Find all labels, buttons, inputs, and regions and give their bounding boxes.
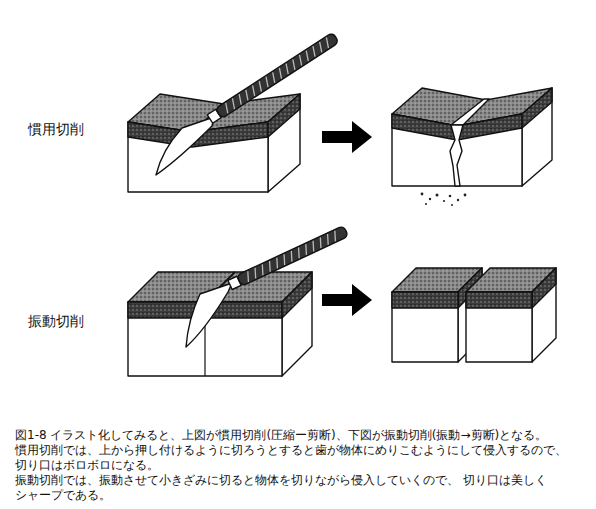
cake [128, 272, 312, 376]
figure-caption: 図1-8 イラスト化してみると、上図が慣用切削(圧縮ー剪断)、下図が振動切削(振… [15, 428, 547, 443]
crumbs [421, 193, 467, 206]
cake-front [392, 292, 458, 362]
knife-blade [186, 283, 232, 347]
method-label: 慣用切削 [28, 120, 84, 138]
cake-side [522, 88, 552, 186]
knife-blade [156, 117, 214, 175]
cake-band [532, 268, 556, 308]
cake-band [282, 272, 312, 318]
cake-side [282, 272, 312, 376]
ragged-cake [392, 88, 552, 186]
arrow-shaft [322, 294, 354, 306]
crumb [457, 199, 459, 201]
cake-side [532, 268, 556, 362]
knife-handle [237, 225, 349, 286]
crack-front [450, 125, 463, 186]
crumb [421, 193, 424, 196]
pressed-cake [128, 94, 300, 192]
crack-top [451, 99, 489, 125]
crumb [436, 194, 439, 197]
cake-side [268, 94, 300, 192]
handle-grip [222, 37, 331, 113]
crumb [451, 204, 453, 206]
arrow-shaft [322, 131, 354, 143]
caption-note: 慣用切削では、上から押し付けるように切ろうとすると歯が物体にめりこむようにして侵… [15, 443, 573, 473]
caption-note: 振動切削では、振動させて小きざみに切ると物体を切りながら侵入していくので、 切り… [15, 473, 549, 503]
crumb [464, 194, 467, 197]
knife [186, 225, 349, 347]
knife [156, 32, 339, 175]
cake-band [268, 94, 300, 137]
crumb [429, 198, 431, 200]
cake-band [392, 292, 458, 308]
cake-band [522, 88, 552, 128]
crumb [443, 200, 445, 202]
cake-front [466, 292, 532, 362]
cake-front [392, 114, 522, 186]
cake-band [466, 292, 532, 308]
arrow-head [352, 121, 372, 153]
result-arrow [322, 121, 372, 153]
method-label: 振動切削 [28, 312, 84, 330]
result-arrow [322, 284, 372, 316]
crumb [425, 203, 427, 205]
arrow-head [352, 284, 372, 316]
clean-cut-cake [392, 268, 556, 362]
knife-handle [215, 32, 339, 118]
handle-grip [244, 231, 339, 282]
crumb [449, 195, 452, 198]
